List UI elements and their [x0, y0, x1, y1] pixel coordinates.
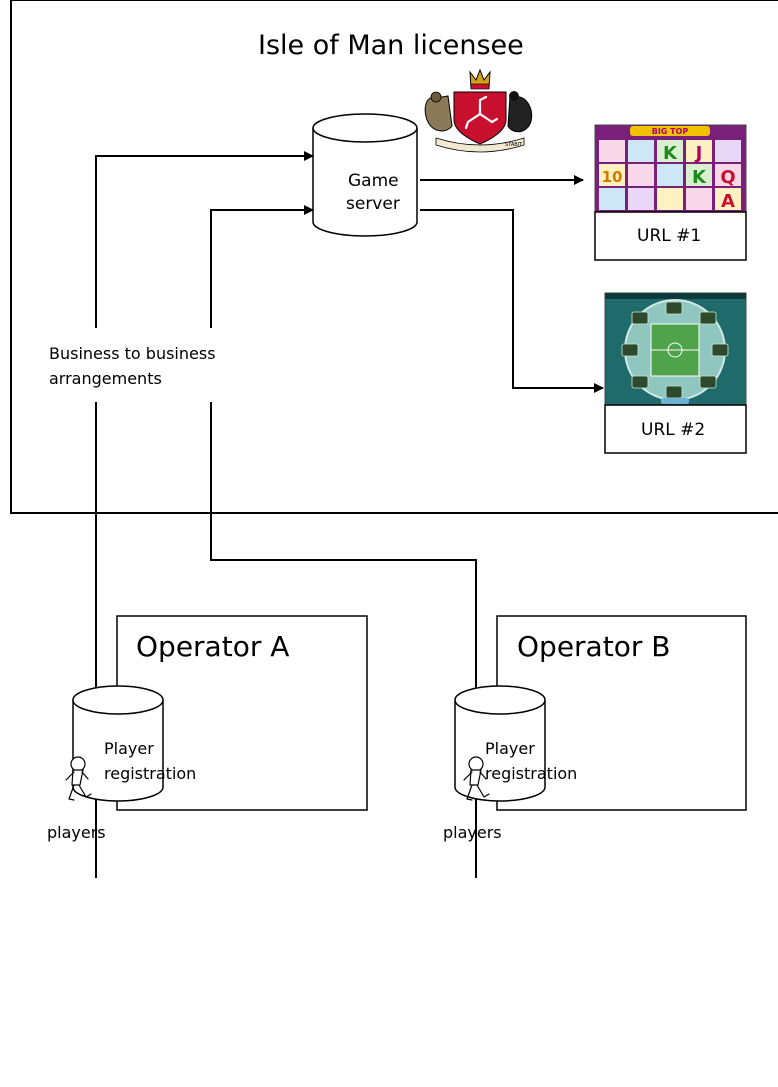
- slot-reel-tiles: [599, 140, 741, 210]
- url2-label-box: [604, 404, 747, 454]
- isle-of-man-crest-icon: STABIT: [424, 68, 533, 153]
- crest-motto: STABIT: [505, 142, 523, 148]
- operator-b-db-label-line2: registration: [485, 764, 578, 783]
- licensee-title: Isle of Man licensee: [258, 30, 524, 61]
- url1-label-box: [594, 211, 747, 261]
- players-label-b: players: [443, 823, 502, 842]
- b2b-label-line2: arrangements: [49, 369, 162, 388]
- football-game-thumbnail: [604, 292, 747, 406]
- player-registration-db-icon-a: [72, 685, 164, 802]
- game-server-label-line2: server: [346, 194, 400, 214]
- slot-banner: BIG TOP: [652, 127, 689, 136]
- operator-a-db-label-line1: Player: [104, 739, 154, 758]
- link-operator-a-to-server: [95, 151, 314, 878]
- licensee-boundary: [10, 0, 778, 514]
- connector-lines: [95, 151, 604, 878]
- b2b-label-background: [40, 328, 250, 402]
- url2-label: URL #2: [641, 420, 706, 440]
- players-label-a: players: [47, 823, 106, 842]
- b2b-label-line1: Business to business: [49, 344, 216, 363]
- slot-symbol: A: [721, 191, 735, 212]
- operator-b-title: Operator B: [517, 630, 671, 663]
- game-server-label-line1: Game: [348, 171, 399, 191]
- link-operator-b-to-server: [210, 205, 477, 878]
- operator-a-title: Operator A: [136, 630, 290, 663]
- slot-symbol: J: [694, 143, 703, 164]
- player-icon-a: [65, 756, 92, 801]
- betting-chips: [621, 301, 729, 399]
- link-server-to-url2: [420, 209, 604, 393]
- slot-symbol: 10: [602, 168, 623, 186]
- game-server-db-icon: [312, 113, 418, 237]
- url1-label: URL #1: [637, 226, 702, 246]
- slot-symbol: K: [663, 143, 678, 164]
- slot-machine-thumbnail: BIG TOP K J 10 K Q A: [594, 124, 747, 213]
- operator-b-db-label-line1: Player: [485, 739, 535, 758]
- slot-symbol: K: [692, 167, 707, 188]
- operator-a-db-label-line2: registration: [104, 764, 197, 783]
- player-icon-b: [463, 756, 490, 801]
- slot-symbol: Q: [720, 167, 735, 188]
